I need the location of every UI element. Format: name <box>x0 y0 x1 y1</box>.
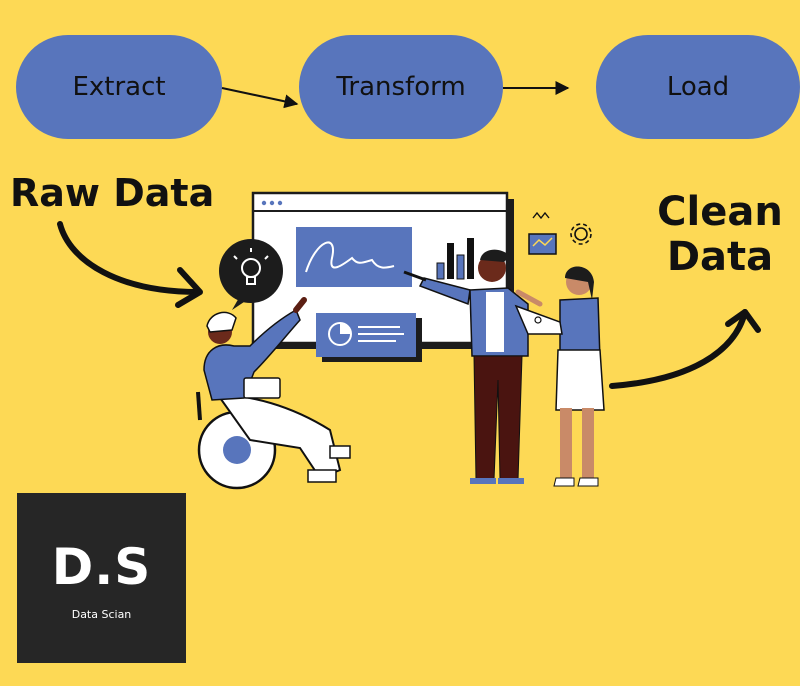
transform-step-label: Transform <box>336 72 466 102</box>
clean-data-arrow <box>609 309 761 389</box>
brand-logo: D.S Data Scian <box>17 493 186 663</box>
clean-data-label: Clean Data <box>650 190 790 280</box>
presenter-man <box>403 249 529 484</box>
raw-data-arrow <box>57 221 203 308</box>
load-step-label: Load <box>666 72 730 102</box>
transform-step: Transform <box>299 35 503 139</box>
logo-mark: D.S <box>51 537 152 596</box>
signature-card <box>296 227 412 287</box>
arrow-extract-transform <box>221 87 299 109</box>
bar-chart-icon <box>436 238 474 280</box>
extract-step-label: Extract <box>72 72 166 102</box>
flag-chart-icon <box>528 211 557 255</box>
load-step: Load <box>596 35 800 139</box>
logo-name: Data Scian <box>71 607 132 621</box>
extract-step: Extract <box>16 35 222 139</box>
raw-data-label: Raw Data <box>10 171 215 215</box>
gear-icon <box>570 223 592 245</box>
pie-chart-card <box>316 313 422 362</box>
woman-with-laptop <box>514 266 605 487</box>
lightbulb-icon <box>219 239 283 310</box>
clean-data-label-line2: Data <box>666 233 774 280</box>
clean-data-label-line1: Clean <box>657 189 783 235</box>
wheelchair-person <box>196 297 351 490</box>
pie-chart-icon <box>328 322 352 346</box>
